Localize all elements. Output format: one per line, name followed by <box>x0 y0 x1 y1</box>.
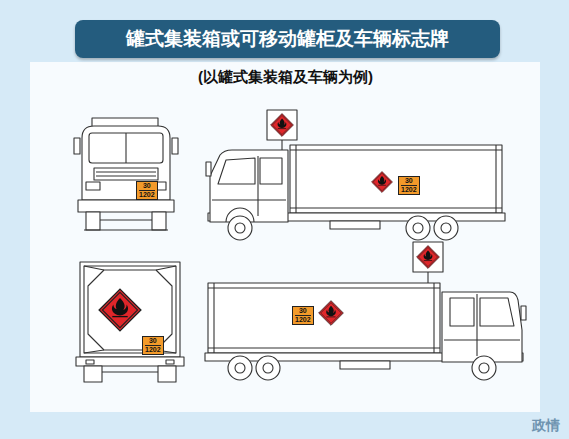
plate-number: 30 <box>145 337 161 345</box>
plate-number: 1202 <box>139 190 155 199</box>
subtitle: (以罐式集装箱及车辆为例) <box>198 68 373 87</box>
hazard-number-plate: 301202 <box>292 306 314 325</box>
watermark: 政情 <box>532 417 560 435</box>
plate-number: 30 <box>295 307 311 315</box>
plate-number: 1202 <box>401 185 417 194</box>
plate-number: 1202 <box>145 345 161 354</box>
plate-number: 30 <box>401 177 417 185</box>
plate-number: 30 <box>139 182 155 190</box>
hazard-number-plate: 301202 <box>136 181 158 200</box>
hazard-number-plate: 301202 <box>142 336 164 355</box>
title-banner: 罐式集装箱或可移动罐柜及车辆标志牌 <box>75 20 500 58</box>
title-text: 罐式集装箱或可移动罐柜及车辆标志牌 <box>126 26 449 52</box>
hazard-number-plate: 301202 <box>398 176 420 195</box>
plate-number: 1202 <box>295 315 311 324</box>
